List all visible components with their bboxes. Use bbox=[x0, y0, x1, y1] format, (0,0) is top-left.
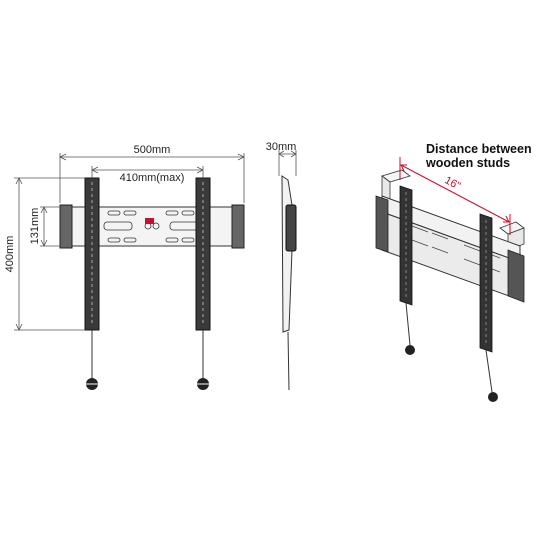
side-view: 30mm bbox=[266, 141, 297, 391]
brand-logo bbox=[145, 218, 154, 224]
stud-distance-title-line1: Distance between bbox=[426, 142, 532, 156]
height-label: 400mm bbox=[4, 236, 16, 273]
right-vertical-arm bbox=[195, 177, 211, 390]
right-end-cap bbox=[231, 204, 245, 249]
depth-label: 30mm bbox=[266, 141, 297, 153]
inner-height-label: 131mm bbox=[29, 208, 41, 245]
perspective-view: Distance between wooden studs 16" bbox=[375, 142, 532, 402]
width-dimension bbox=[59, 153, 245, 203]
wall-plate-slots bbox=[103, 210, 199, 243]
perspective-left-arm bbox=[399, 185, 415, 355]
perspective-left-end-cap bbox=[375, 195, 389, 253]
stud-distance-label: 16" bbox=[442, 174, 462, 192]
perspective-right-arm bbox=[479, 213, 498, 402]
depth-dimension bbox=[278, 150, 297, 176]
left-vertical-arm bbox=[84, 177, 100, 390]
width-label: 500mm bbox=[134, 144, 171, 156]
left-end-cap bbox=[59, 204, 73, 249]
max-width-label: 410mm(max) bbox=[120, 172, 185, 184]
perspective-right-end-cap bbox=[507, 249, 525, 303]
perspective-left-knob bbox=[405, 345, 415, 355]
side-profile-plate bbox=[285, 204, 297, 252]
max-width-dimension bbox=[91, 166, 204, 178]
side-profile-cord bbox=[287, 331, 290, 391]
front-view: 500mm 410mm(max) 400mm 131mm bbox=[4, 144, 245, 390]
perspective-right-knob bbox=[488, 392, 498, 402]
perspective-plate-slots bbox=[411, 225, 501, 273]
height-dimension bbox=[14, 177, 85, 331]
side-profile-arm bbox=[281, 175, 293, 333]
inner-height-dimension bbox=[40, 206, 60, 247]
stud-distance-marker bbox=[399, 157, 511, 235]
stud-distance-title-line2: wooden studs bbox=[425, 156, 510, 170]
